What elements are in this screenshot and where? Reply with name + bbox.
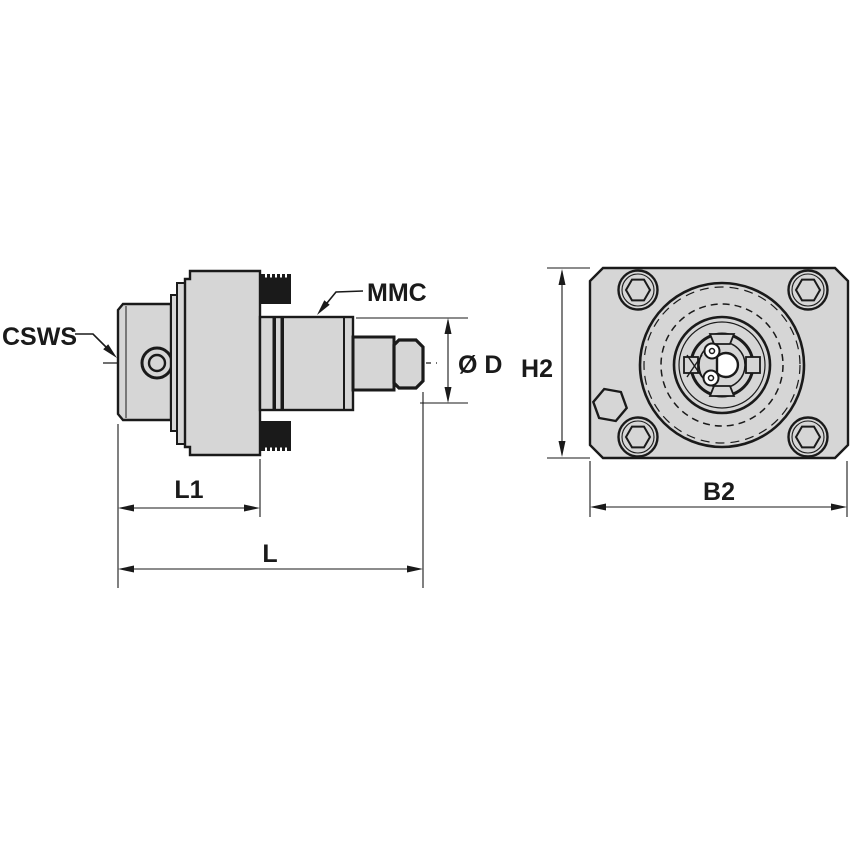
bearing-outer-ring xyxy=(672,315,772,415)
front-view xyxy=(588,266,850,460)
hex-socket-icon xyxy=(794,278,822,302)
leader-line xyxy=(75,333,107,348)
stud-top-thread-4 xyxy=(280,274,282,278)
stud-top-thread-3 xyxy=(275,274,277,278)
stud-bottom xyxy=(260,421,291,451)
corner-screw-bottom-left xyxy=(617,416,659,458)
coupling-screw-bottom-dot xyxy=(707,374,715,382)
mmc-groove-2 xyxy=(280,317,284,410)
bearing-inner-ring xyxy=(678,321,766,409)
stud-bottom-thread-3 xyxy=(275,447,277,451)
coupling-screw-top xyxy=(703,342,721,360)
screw-head-circle xyxy=(787,416,829,458)
dim-label-l: L xyxy=(262,540,277,568)
arrow-up-icon xyxy=(444,318,452,334)
screw-head-circle xyxy=(617,416,659,458)
screw-head-inner-circle xyxy=(621,420,655,454)
arrow-right-icon xyxy=(831,503,847,511)
dim-label-l1: L1 xyxy=(174,476,203,504)
side-view xyxy=(103,269,437,457)
dimensions: Ø D L1 L H2 xyxy=(117,267,848,588)
corner-screw-top-right xyxy=(787,269,829,311)
leader-arrow-icon xyxy=(317,300,330,315)
arrow-left-icon xyxy=(118,504,134,512)
screw-head-circle xyxy=(787,269,829,311)
dim-l: L xyxy=(118,392,424,588)
stud-top-thread-1 xyxy=(265,274,267,278)
dim-h2: H2 xyxy=(521,267,590,459)
arrow-right-icon xyxy=(244,504,260,512)
stud-bottom-thread-5 xyxy=(285,447,287,451)
callout-csws: CSWS xyxy=(2,323,117,358)
screw-head-inner-circle xyxy=(791,273,825,307)
hex-socket-icon xyxy=(624,425,652,449)
corner-screw-top-left xyxy=(617,269,659,311)
callout-mmc: MMC xyxy=(317,279,427,315)
arrow-left-icon xyxy=(118,565,134,573)
spindle-step-cylinder xyxy=(351,335,396,392)
spindle-nose-tip xyxy=(392,338,425,390)
arrow-left-icon xyxy=(590,503,606,511)
arrow-down-icon xyxy=(558,441,566,457)
screw-head-circle xyxy=(617,269,659,311)
hex-socket-icon xyxy=(794,425,822,449)
hex-socket-icon xyxy=(624,278,652,302)
stud-top xyxy=(260,274,291,304)
coupling-screw-bottom xyxy=(702,369,720,387)
stud-top-thread-2 xyxy=(270,274,272,278)
dim-diameter-d: Ø D xyxy=(356,317,502,404)
clamp-hole-inner xyxy=(147,353,167,373)
dim-l1: L1 xyxy=(117,424,261,588)
stud-bottom-thread-4 xyxy=(280,447,282,451)
stud-top-body xyxy=(260,274,291,304)
screw-head-inner-circle xyxy=(621,273,655,307)
dim-label-h2: H2 xyxy=(521,355,553,383)
drive-key-bottom xyxy=(708,385,736,397)
flange-body xyxy=(183,269,262,457)
dim-label-b2: B2 xyxy=(703,478,735,506)
arrow-right-icon xyxy=(407,565,423,573)
drive-slot-left xyxy=(683,356,699,374)
slot-cross-line-2 xyxy=(686,354,703,378)
coupling-screw-top-dot xyxy=(708,347,716,355)
drive-key-top xyxy=(708,333,736,345)
dim-b2: B2 xyxy=(589,461,848,517)
mmc-groove-1 xyxy=(272,317,276,410)
boss-thread-circle xyxy=(643,286,801,444)
leader-arrow-icon xyxy=(103,344,117,358)
callouts: CSWS MMC xyxy=(2,279,427,358)
callout-label-csws: CSWS xyxy=(2,323,77,351)
screw-head-inner-circle xyxy=(791,420,825,454)
dim-label-diameter-d: Ø D xyxy=(458,351,502,379)
bolt-circle-dashed xyxy=(660,303,784,427)
stud-bottom-thread-1 xyxy=(265,447,267,451)
arrow-down-icon xyxy=(444,387,452,403)
stud-bottom-body xyxy=(260,421,291,451)
drive-slot-right xyxy=(745,356,761,374)
center-d-bore xyxy=(715,351,740,379)
stud-bottom-thread-2 xyxy=(270,447,272,451)
hex-boss xyxy=(591,387,629,423)
stud-top-thread-5 xyxy=(285,274,287,278)
callout-label-mmc: MMC xyxy=(367,279,427,307)
leader-line xyxy=(326,290,364,304)
corner-screw-bottom-right xyxy=(787,416,829,458)
arrow-up-icon xyxy=(558,269,566,285)
boss-outer-circle xyxy=(638,281,806,449)
